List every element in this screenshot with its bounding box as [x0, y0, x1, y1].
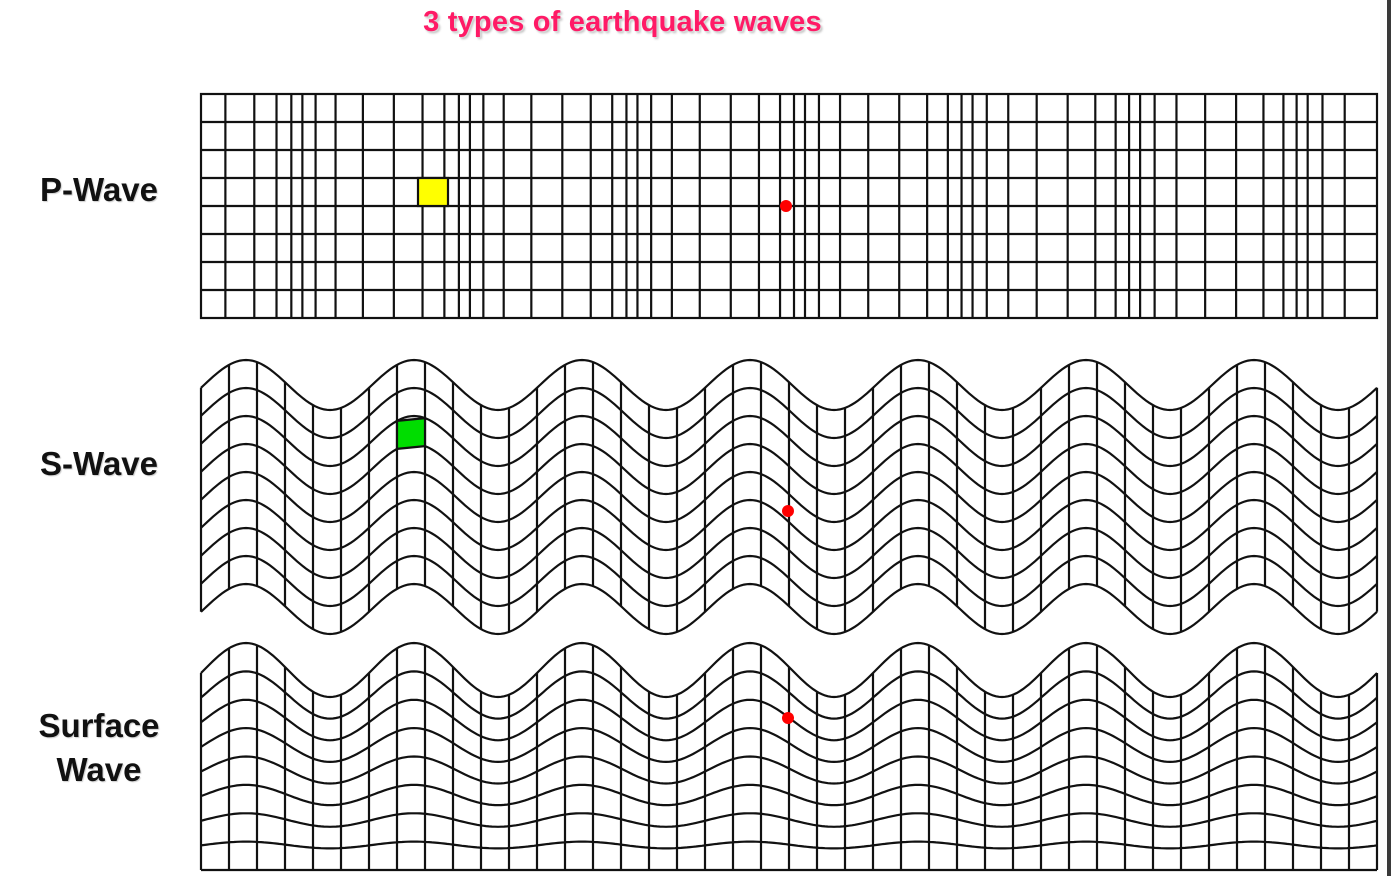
surface-wave-label-line-2: Wave: [56, 751, 142, 788]
surface-wave-grid: [199, 641, 1379, 872]
p-wave-highlight-cell: [416, 176, 450, 208]
s-wave-label: S-Wave: [40, 445, 158, 482]
surface-wave-particle-marker: [782, 712, 794, 724]
diagram-title: 3 types of earthquake waves: [423, 6, 822, 38]
p-wave-particle-marker: [780, 200, 792, 212]
s-wave-particle-marker: [782, 505, 794, 517]
surface-wave-label: Surface Wave: [0, 704, 198, 792]
s-wave-grid: [199, 358, 1379, 636]
window-edge: [1387, 0, 1391, 876]
p-wave-label: P-Wave: [40, 171, 158, 208]
s-wave-highlight-cell: [395, 416, 427, 451]
surface-wave-label-line-1: Surface: [38, 707, 160, 744]
p-wave-grid: [199, 92, 1379, 320]
